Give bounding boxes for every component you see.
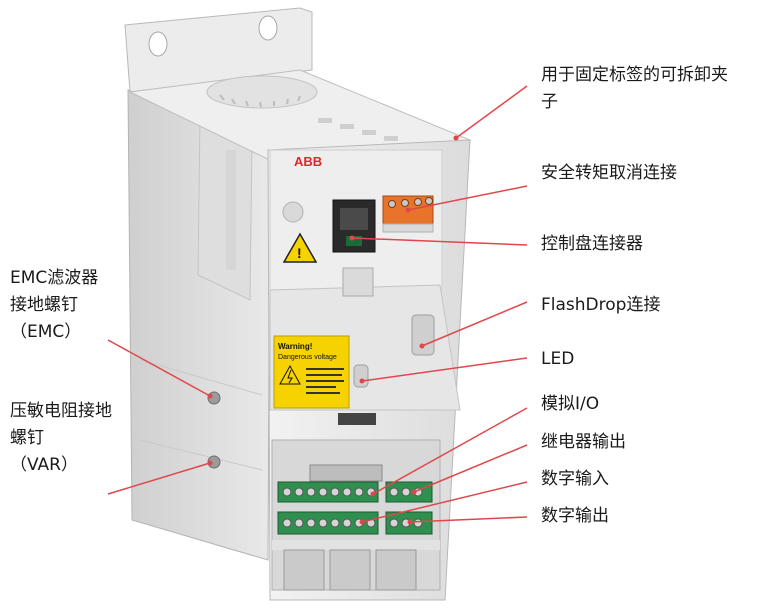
label-emc-line1: EMC滤波器 (10, 268, 99, 288)
leader-var (107, 460, 213, 495)
mounting-bracket (124, 7, 313, 93)
warning-sticker: Warning! Dangerous voltage (273, 335, 350, 409)
label-emc-line2: 接地螺钉 (10, 295, 78, 315)
svg-text:!: ! (297, 245, 302, 261)
label-safe-torque-off: 安全转矩取消连接 (541, 160, 677, 187)
led-window (353, 364, 369, 388)
brand-logo: ABB (294, 154, 322, 169)
leader-digital-output (407, 516, 528, 525)
label-relay-output: 继电器输出 (541, 429, 626, 456)
leader-flashdrop (419, 301, 528, 349)
leader-panel-connector (349, 235, 528, 246)
side-panel (127, 89, 271, 561)
label-digital-input: 数字输入 (541, 466, 609, 493)
label-clip-line1: 用于固定标签的可拆卸夹 (541, 65, 728, 85)
label-analog-io-text: 模拟I/O (541, 394, 600, 414)
svg-text:Warning!: Warning! (278, 342, 312, 351)
leader-analog-io (370, 407, 528, 497)
front-panel: ! ABB Warning! Dangerous (267, 139, 471, 601)
label-flashdrop-text: FlashDrop连接 (541, 295, 661, 315)
label-clip-line2: 子 (541, 92, 558, 112)
leader-emc (107, 339, 213, 399)
leader-relay-output (411, 444, 528, 495)
label-digital-input-text: 数字输入 (541, 469, 609, 489)
label-clip: 用于固定标签的可拆卸夹 子 (541, 62, 728, 116)
label-var-line3: （VAR） (10, 455, 78, 475)
label-digital-output: 数字输出 (541, 503, 609, 530)
label-var-line1: 压敏电阻接地 (10, 401, 112, 421)
label-led: LED (541, 346, 574, 373)
leader-clip (453, 85, 528, 141)
label-analog-io: 模拟I/O (541, 391, 599, 418)
label-emc: EMC滤波器 接地螺钉 （EMC） (10, 265, 98, 346)
leader-digital-input (359, 481, 528, 525)
label-emc-line3: （EMC） (10, 322, 82, 342)
leader-safe-torque-off (405, 185, 528, 213)
label-flashdrop: FlashDrop连接 (541, 292, 660, 319)
label-var-line2: 螺钉 (10, 428, 44, 448)
label-relay-output-text: 继电器输出 (541, 432, 626, 452)
label-led-text: LED (541, 349, 575, 369)
warning-triangle (282, 232, 318, 263)
label-var: 压敏电阻接地 螺钉 （VAR） (10, 398, 112, 479)
label-safe-torque-off-text: 安全转矩取消连接 (541, 163, 677, 183)
label-panel-connector-text: 控制盘连接器 (541, 234, 643, 254)
label-panel-connector: 控制盘连接器 (541, 231, 643, 258)
flashdrop-slot (411, 314, 435, 356)
label-digital-output-text: 数字输出 (541, 506, 609, 526)
leader-led (359, 357, 528, 384)
svg-text:Dangerous voltage: Dangerous voltage (278, 354, 337, 361)
